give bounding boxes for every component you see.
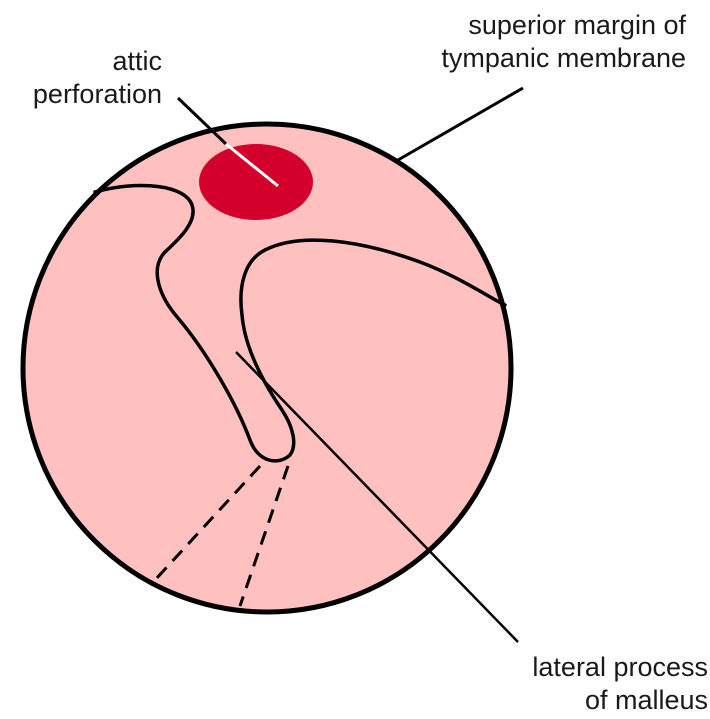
attic-perforation-label-line2: perforation [33, 78, 162, 111]
lateral-process-label-line2: of malleus [532, 684, 708, 717]
attic-perforation-label-line1: attic [33, 45, 162, 78]
superior-margin-leader [398, 88, 523, 160]
attic-perforation [199, 144, 313, 220]
lateral-process-label-line1: lateral process [532, 651, 708, 684]
superior-margin-label-line2: tympanic membrane [441, 42, 686, 75]
superior-margin-label-line1: superior margin of [441, 9, 686, 42]
lateral-process-label: lateral process of malleus [532, 651, 708, 717]
attic-perforation-label: attic perforation [33, 45, 162, 111]
superior-margin-label: superior margin of tympanic membrane [441, 9, 686, 75]
